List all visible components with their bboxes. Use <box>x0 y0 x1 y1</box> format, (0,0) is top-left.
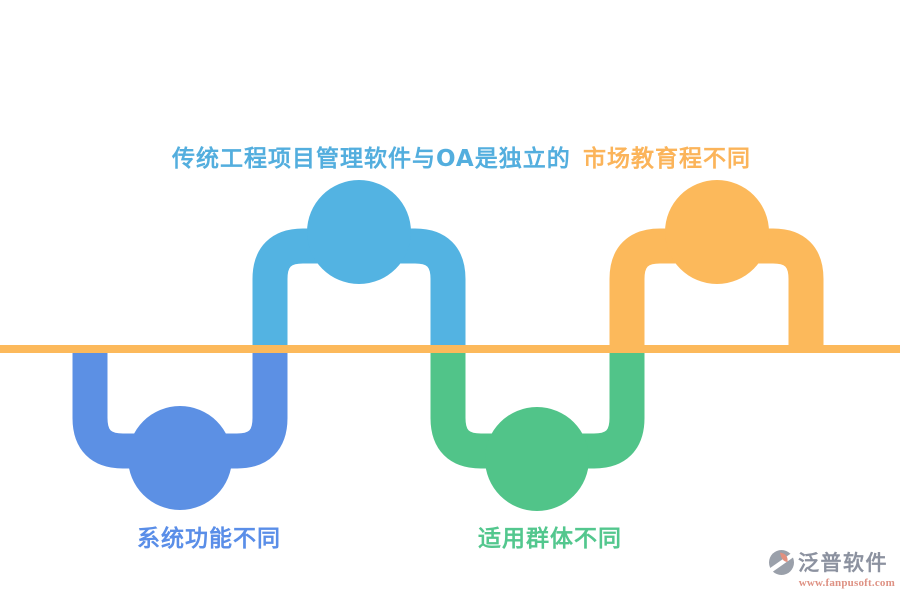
brand-url: www.fanpusoft.com <box>798 577 895 589</box>
label-applicable-groups: 适用群体不同 <box>478 526 622 552</box>
node-circle-royal-blue <box>128 406 232 510</box>
node-circle-sky-blue <box>307 180 411 284</box>
node-circle-orange <box>665 180 769 284</box>
watermark: 泛普软件 www.fanpusoft.com <box>768 549 895 589</box>
node-circle-green <box>485 407 589 511</box>
label-traditional-software-vs-oa: 传统工程项目管理软件与OA是独立的 <box>172 146 571 172</box>
label-market-education: 市场教育程不同 <box>583 146 751 172</box>
brand-name: 泛普软件 <box>798 550 888 575</box>
fanpu-logo-icon <box>768 550 795 575</box>
label-system-functions: 系统功能不同 <box>137 526 281 552</box>
